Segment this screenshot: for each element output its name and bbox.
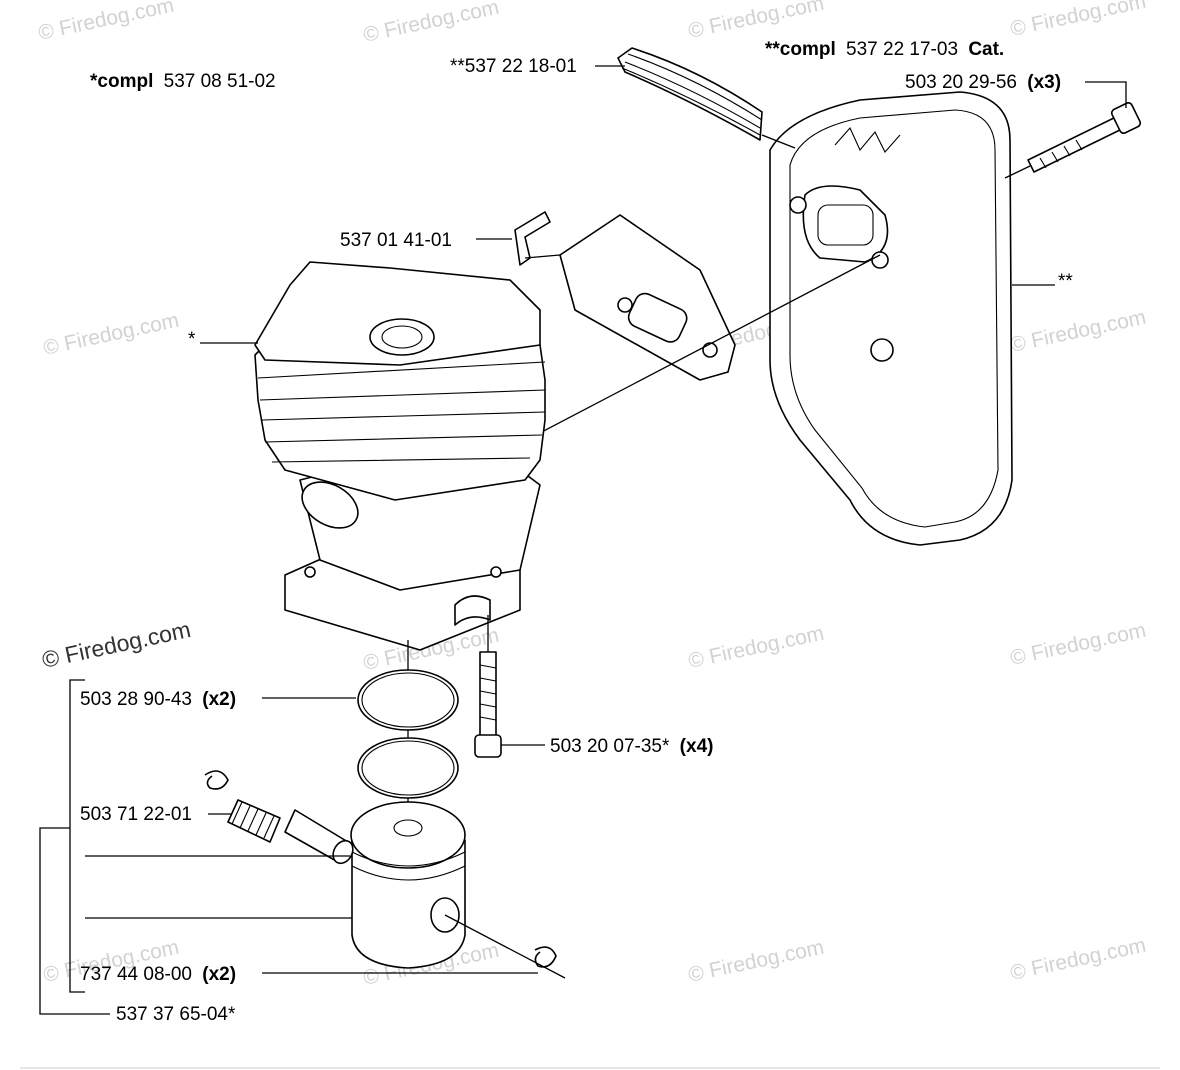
muffler-port-opening: [817, 204, 874, 246]
callout-muffler-marker: **: [1058, 271, 1073, 292]
watermark-text-prominent: © Firedog.com: [40, 616, 193, 673]
piston-ring-upper: [357, 669, 459, 731]
watermark-text: © Firedog.com: [686, 0, 826, 43]
watermark-text: © Firedog.com: [1008, 306, 1148, 357]
piston-ring-lower: [357, 737, 459, 799]
base-bolt-hole: [304, 566, 316, 578]
spark-plug-hole: [369, 318, 435, 356]
bearing-needles: [231, 801, 275, 839]
muffler-vent-slots: [834, 126, 901, 153]
muffler-assembly-number: 537 22 17-03: [846, 39, 958, 60]
piston-skirt: [351, 839, 466, 969]
watermark-text: © Firedog.com: [361, 0, 501, 47]
intake-port: [301, 481, 359, 529]
muffler-assembly-prefix: **compl: [765, 39, 836, 60]
callout-piston-kit: 537 37 65-04*: [116, 1004, 236, 1025]
screen-shape: [617, 47, 763, 141]
callout-cylinder-marker: *: [188, 329, 196, 350]
pin-end: [332, 839, 354, 865]
bracket-edge: [524, 254, 561, 259]
callout-muffler-bolt: 503 20 29-56 (x3): [905, 72, 1061, 93]
cylinder-assembly-label: *compl 537 08 51-02: [90, 71, 276, 92]
callout-cylinder-screw-qty: (x4): [680, 736, 714, 757]
muffler-bolt: [1027, 102, 1142, 173]
screen-mesh-line: [627, 53, 763, 121]
ring-outer: [357, 669, 459, 731]
muffler-bolt-hole: [870, 338, 894, 362]
callout-piston-ring-qty: (x2): [202, 689, 236, 710]
ring-outer: [357, 737, 459, 799]
screw-thread: [479, 664, 497, 721]
callout-muffler-bolt-number: 503 20 29-56: [905, 72, 1017, 93]
base-bolt-hole: [490, 566, 502, 578]
piston-kit-bracket-inner: [69, 679, 85, 993]
heat-shield-bracket: [514, 211, 736, 381]
muffler-bolt-hole: [871, 251, 889, 269]
callout-needle-bearing: 503 71 22-01: [80, 804, 192, 825]
callout-piston-ring-number: 503 28 90-43: [80, 689, 192, 710]
cylinder-assembly-number: 537 08 51-02: [164, 71, 276, 92]
screw-head: [474, 734, 502, 758]
watermark-text: © Firedog.com: [36, 0, 176, 45]
piston-crown-mark: [393, 819, 423, 837]
watermark-text: © Firedog.com: [686, 936, 826, 987]
callout-cylinder-screw-number: 503 20 07-35*: [550, 736, 670, 757]
muffler-bolt-hole: [789, 196, 807, 214]
watermark-text: © Firedog.com: [1008, 934, 1148, 985]
spark-arrestor-screen: [617, 47, 763, 141]
bracket-hole: [702, 342, 718, 358]
muffler-assembly-label: **compl 537 22 17-03 Cat.: [765, 39, 1004, 60]
muffler-assembly-suffix: Cat.: [968, 39, 1004, 60]
piston-ring-groove: [351, 851, 466, 881]
callout-piston-ring: 503 28 90-43 (x2): [80, 689, 236, 710]
cylinder-screw: [474, 651, 502, 758]
callout-circlip-qty: (x2): [202, 964, 236, 985]
bracket-port: [627, 292, 688, 343]
watermark-text: © Firedog.com: [686, 622, 826, 673]
callout-cylinder-screw: 503 20 07-35* (x4): [550, 736, 713, 757]
leader-line: [1085, 81, 1127, 108]
bracket-hole: [617, 297, 633, 313]
muffler: [769, 91, 1013, 546]
screen-mesh-line: [621, 67, 761, 136]
ring-inner: [361, 740, 455, 796]
cylinder-assembly-prefix: *compl: [90, 71, 153, 92]
circlip-left: [204, 770, 229, 790]
bracket-tab: [514, 211, 551, 266]
screen-mesh-line: [624, 61, 761, 129]
cylinder: [254, 261, 546, 651]
crankcase-cut: [454, 595, 491, 626]
leader-line: [444, 914, 566, 979]
callout-circlip-number: 737 44 08-00: [80, 964, 192, 985]
ring-inner: [361, 672, 455, 728]
leader-line: [761, 134, 796, 149]
callout-bracket: 537 01 41-01: [340, 230, 452, 251]
piston: [350, 801, 466, 969]
circlip-right: [534, 946, 557, 968]
callout-circlip: 737 44 08-00 (x2): [80, 964, 236, 985]
watermark-text: © Firedog.com: [1008, 619, 1148, 670]
watermark-text: © Firedog.com: [41, 309, 181, 360]
needle-bearing: [227, 799, 281, 843]
bolt-head: [1110, 102, 1142, 134]
callout-muffler-bolt-qty: (x3): [1027, 72, 1061, 93]
cylinder-head: [254, 261, 541, 366]
piston-kit-bracket-outer: [39, 827, 110, 1015]
watermark-text: © Firedog.com: [1008, 0, 1148, 41]
muffler-body: [769, 91, 1013, 546]
spark-plug-thread: [381, 325, 423, 349]
piston-crown: [350, 801, 466, 869]
callout-screen: **537 22 18-01: [450, 56, 577, 77]
muffler-flange: [789, 109, 999, 528]
leader-line: [1004, 165, 1031, 179]
cylinder-fin-lines: [257, 361, 546, 463]
bolt-thread: [1039, 139, 1083, 169]
piston-pin: [284, 809, 354, 865]
screw-shank: [479, 651, 497, 738]
